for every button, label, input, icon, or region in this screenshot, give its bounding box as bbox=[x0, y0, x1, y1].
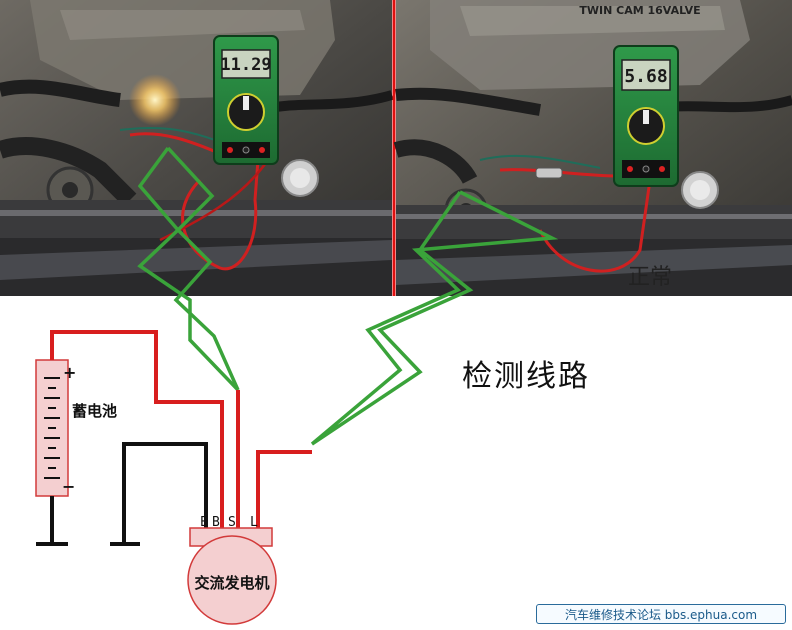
battery-plus: + bbox=[63, 363, 76, 382]
battery-label: 蓄电池 bbox=[72, 402, 117, 420]
generator-label: 交流发电机 bbox=[194, 574, 269, 592]
lightning-right bbox=[310, 190, 559, 446]
left-multimeter bbox=[213, 35, 279, 165]
watermark: 汽车维修技术论坛 bbs.ephua.com bbox=[536, 604, 786, 624]
battery-minus: − bbox=[62, 477, 75, 496]
wire-e-terminal bbox=[122, 442, 208, 544]
wire-battery-positive bbox=[50, 330, 224, 528]
right-multimeter bbox=[613, 45, 679, 187]
left-meter-reading: 11.29 bbox=[220, 55, 271, 75]
wire-l-terminal bbox=[256, 450, 312, 528]
left-photo bbox=[0, 0, 394, 296]
terminal-l: L bbox=[250, 515, 258, 530]
terminal-e: E bbox=[200, 515, 208, 530]
lightning-left bbox=[137, 146, 240, 392]
terminal-s: S bbox=[228, 515, 236, 530]
terminal-b: B bbox=[212, 515, 220, 530]
lightning-left-outer bbox=[166, 146, 240, 391]
generator bbox=[187, 527, 277, 625]
diagram-title: 检测线路 bbox=[462, 359, 590, 394]
normal-label: 正常 bbox=[628, 265, 672, 290]
right-photo bbox=[393, 0, 792, 296]
engine-badge: TWIN CAM 16VALVE bbox=[579, 4, 700, 17]
right-meter-reading: 5.68 bbox=[624, 66, 667, 87]
